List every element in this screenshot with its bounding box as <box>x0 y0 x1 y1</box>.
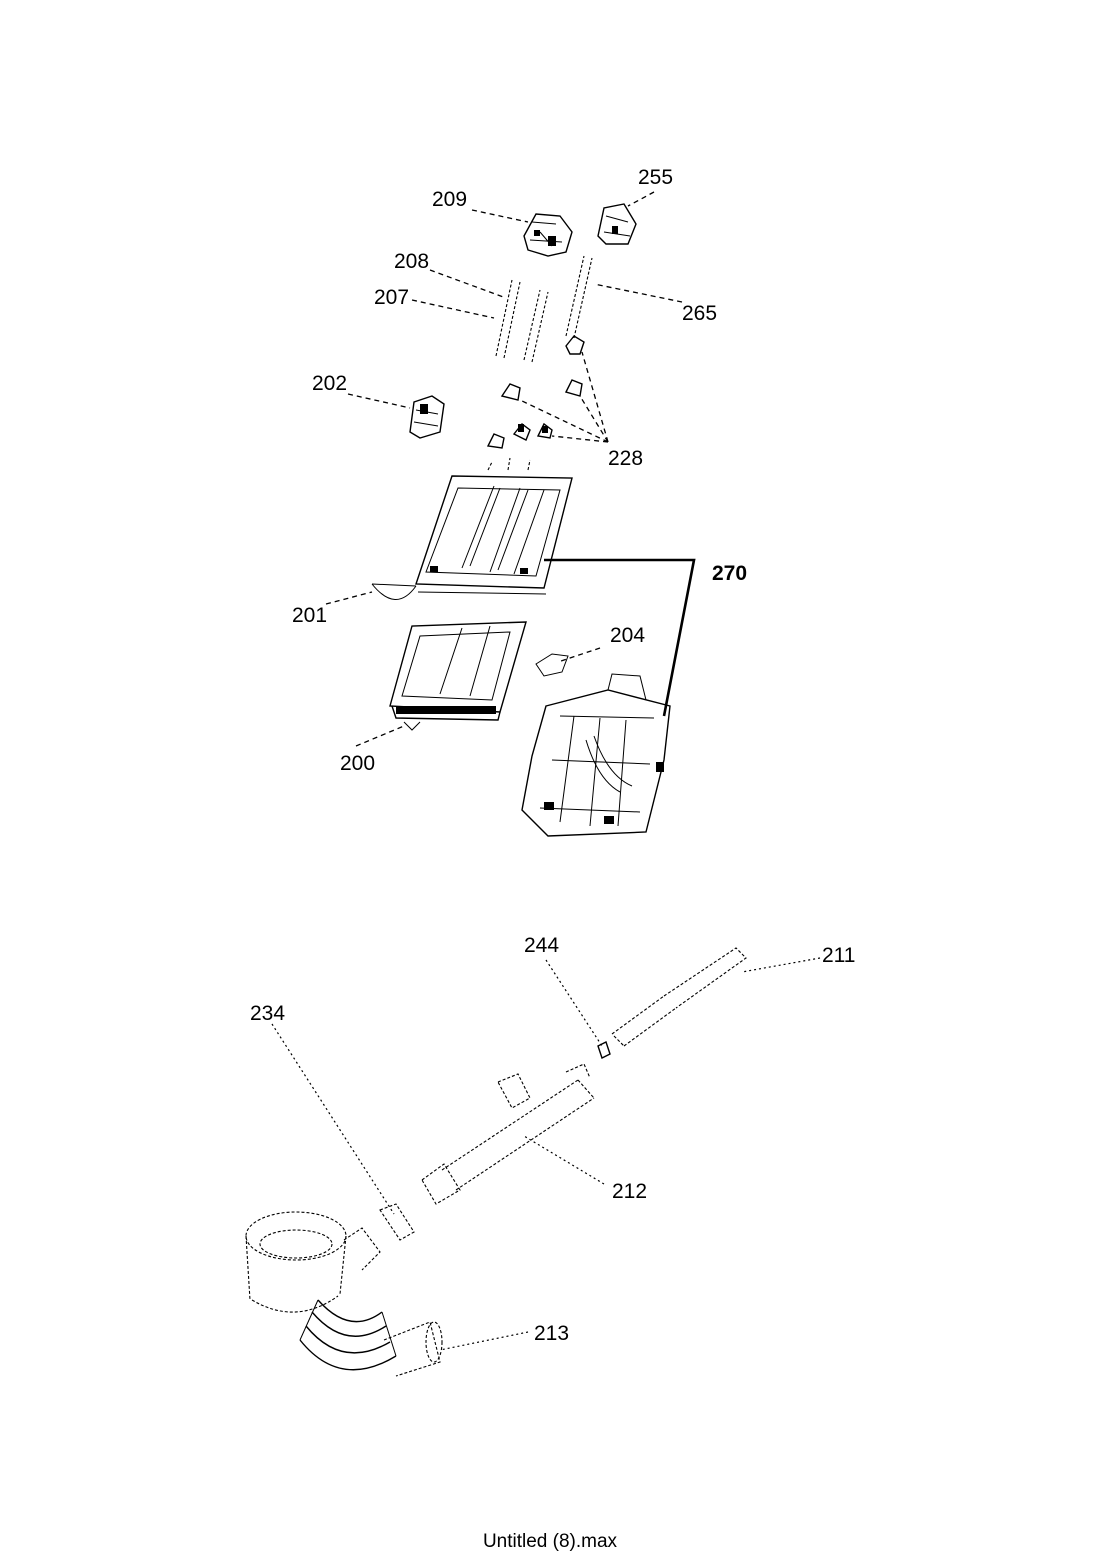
part-211 <box>611 947 747 1047</box>
label-202: 202 <box>312 372 347 395</box>
leader-lines-upper <box>325 191 683 747</box>
label-244: 244 <box>524 934 559 957</box>
label-212: 212 <box>612 1180 647 1203</box>
part-208 <box>523 289 549 363</box>
part-244 <box>597 1041 611 1059</box>
part-202 <box>409 395 445 439</box>
part-212 <box>421 1063 595 1205</box>
label-208: 208 <box>394 250 429 273</box>
leader-lines-lower <box>271 957 821 1351</box>
housing-body <box>521 673 671 837</box>
assembly-bracket-270 <box>544 558 696 717</box>
label-228: 228 <box>608 447 643 470</box>
part-labels: 255 209 208 207 265 202 228 270 201 204 … <box>250 166 855 1345</box>
file-name-footer: Untitled (8).max <box>482 1531 618 1552</box>
label-201: 201 <box>292 604 327 627</box>
label-200: 200 <box>340 752 375 775</box>
label-255: 255 <box>638 166 673 189</box>
part-207 <box>495 279 521 359</box>
part-200 <box>389 621 527 731</box>
label-204: 204 <box>610 624 645 647</box>
part-201 <box>371 583 417 600</box>
label-265: 265 <box>682 302 717 325</box>
label-209: 209 <box>432 188 467 211</box>
part-228-clamps <box>486 335 585 449</box>
label-270: 270 <box>712 562 747 585</box>
dispenser-housing <box>415 457 573 595</box>
part-255 <box>597 203 637 245</box>
part-234 <box>379 1203 415 1241</box>
part-209 <box>523 213 573 257</box>
label-213: 213 <box>534 1322 569 1345</box>
label-207: 207 <box>374 286 409 309</box>
label-234: 234 <box>250 1002 285 1025</box>
label-211: 211 <box>822 944 855 967</box>
part-265 <box>565 255 593 339</box>
part-204 <box>535 653 569 677</box>
part-213 <box>245 1211 443 1377</box>
